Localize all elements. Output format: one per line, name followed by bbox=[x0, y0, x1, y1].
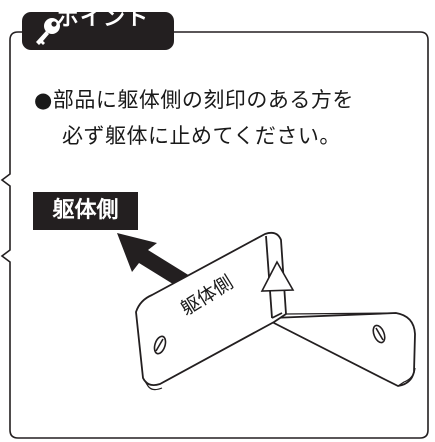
triangle-mark-icon bbox=[260, 260, 295, 292]
badge-label: ポイント bbox=[57, 6, 150, 31]
arrow-icon bbox=[117, 233, 190, 289]
side-tag-label: 躯体側 bbox=[52, 198, 119, 223]
key-icon bbox=[36, 18, 60, 45]
screw-hole-icon bbox=[153, 324, 386, 355]
instruction-line-2: 必ず躯体に止めてください。 bbox=[62, 124, 341, 148]
side-tag: 躯体側 bbox=[33, 192, 138, 230]
instruction-text: ●部品に躯体側の刻印のある方を 必ず躯体に止めてください。 bbox=[34, 82, 424, 154]
instruction-line-1: ●部品に躯体側の刻印のある方を bbox=[34, 88, 354, 112]
bracket-stamp-label: 躯体側 bbox=[177, 271, 237, 320]
